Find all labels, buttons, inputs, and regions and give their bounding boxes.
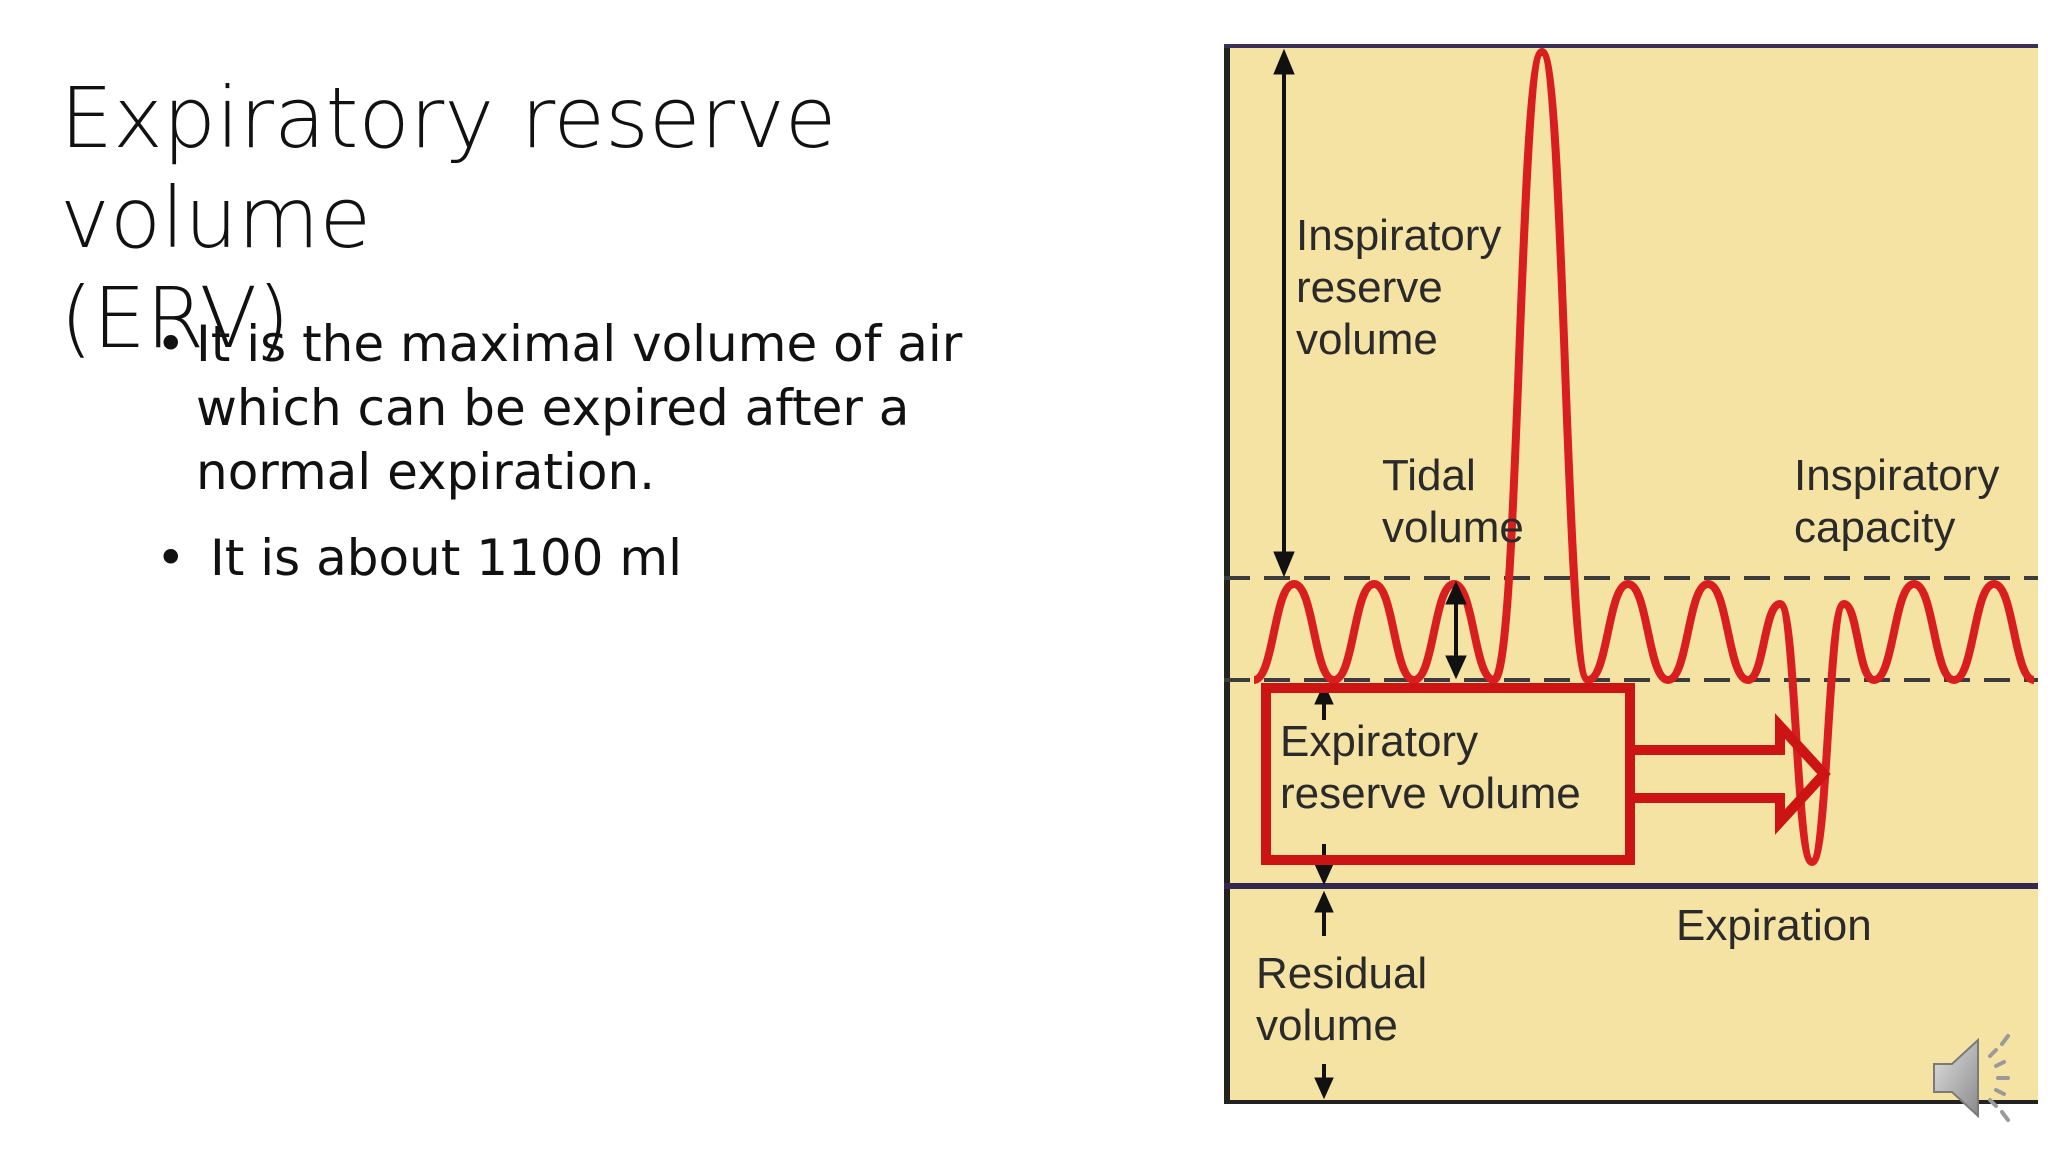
bullet-dot: • [156,529,186,587]
rv-label-line-1: Residual [1256,949,1427,998]
expiration-label: Expiration [1676,901,1872,950]
bullet-item: • It is about 1100 ml [150,526,1000,590]
rv-arrow [1314,890,1334,1100]
irv-label-line-3: volume [1296,315,1438,364]
tidal-volume-label: Tidal volume [1382,451,1524,552]
ic-label-line-2: capacity [1794,503,1955,552]
tidal-volume-arrow [1445,580,1467,680]
irv-label-line-2: reserve [1296,263,1443,312]
lung-volumes-diagram: Inspiratory reserve volume Tidal volume … [1224,44,2038,1104]
residual-volume-label: Residual volume [1256,949,1439,1050]
erv-label-line-2: reserve volume [1280,769,1581,818]
tidal-label-line-1: Tidal [1382,451,1476,500]
irv-label-line-1: Inspiratory [1296,211,1501,260]
ic-label-line-1: Inspiratory [1794,451,1999,500]
tidal-label-line-2: volume [1382,503,1524,552]
erv-label-line-1: Expiratory [1280,717,1478,766]
title-line-2: (ERV) [60,269,290,367]
slide-title: Expiratory reserve volume (ERV) [60,68,1160,368]
irv-arrow [1273,48,1295,578]
spirometer-trace [1252,48,2036,866]
inspiratory-capacity-label: Inspiratory capacity [1794,451,2012,552]
erv-highlight-arrow [1625,713,1831,835]
bullet-list: • It is the maximal volume of air which … [150,312,1000,612]
speaker-icon[interactable] [1930,1030,2026,1126]
bullet-dot: • [156,315,186,373]
diagram-background [1224,44,2038,1104]
bullet-item: • It is the maximal volume of air which … [150,312,1000,504]
bullet-text-1: It is the maximal volume of air which ca… [196,315,963,501]
bullet-text-2: It is about 1100 ml [210,529,682,587]
irv-label: Inspiratory reserve volume [1296,211,1514,364]
erv-label: Expiratory reserve volume [1280,717,1581,818]
rv-label-line-2: volume [1256,1001,1398,1050]
title-line-1: Expiratory reserve volume [60,69,837,267]
